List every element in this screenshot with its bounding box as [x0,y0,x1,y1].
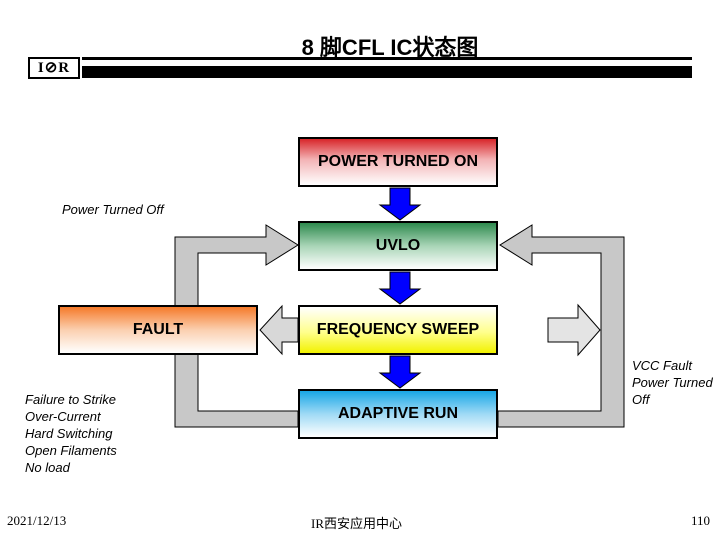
state-frequency-sweep: FREQUENCY SWEEP [298,305,498,355]
vcc-fault-label: VCC Fault Power Turned Off [632,357,713,408]
state-frequency-sweep-label: FREQUENCY SWEEP [316,321,480,338]
down-arrow-freq-adaptive [378,355,422,389]
state-fault-label: FAULT [132,321,184,338]
state-power-turned-on-label: POWER TURNED ON [318,153,478,170]
fault-transition-arrow [259,304,299,356]
state-adaptive-run-label: ADAPTIVE RUN [337,405,458,422]
down-arrow-uvlo-freq [378,271,422,305]
footer-date: 2021/12/13 [7,513,67,528]
state-fault: FAULT [58,305,258,355]
header-rule-thin [82,57,692,60]
fault-cause: Over-Current [25,409,101,424]
ir-logo: I⊘R [28,57,80,79]
fault-cause: Open Filaments [25,443,117,458]
state-power-turned-on: POWER TURNED ON [298,137,498,187]
right-loop-arrow [497,224,625,428]
vcc-fault-line: VCC Fault [632,358,692,373]
fault-cause: Failure to Strike [25,392,117,407]
right-return-arrow [547,303,601,357]
fault-cause: Hard Switching [25,426,113,441]
page-number: 110 [691,513,711,528]
down-arrow-power-uvlo [378,187,422,221]
vcc-fault-line: Off [632,392,650,407]
power-turned-off-label: Power Turned Off [62,202,164,217]
left-loop-arrow [174,224,299,428]
vcc-fault-line: Power Turned [632,375,713,390]
fault-cause: No load [25,460,70,475]
page-title: 8 脚CFL IC状态图 [301,35,479,60]
state-adaptive-run: ADAPTIVE RUN [298,389,498,439]
state-uvlo-label: UVLO [375,237,421,254]
fault-causes-list: Failure to Strike Over-Current Hard Swit… [25,391,117,476]
state-uvlo: UVLO [298,221,498,271]
footer-center-text: IR西安应用中心 [311,516,403,531]
header-rule-thick [82,66,692,78]
